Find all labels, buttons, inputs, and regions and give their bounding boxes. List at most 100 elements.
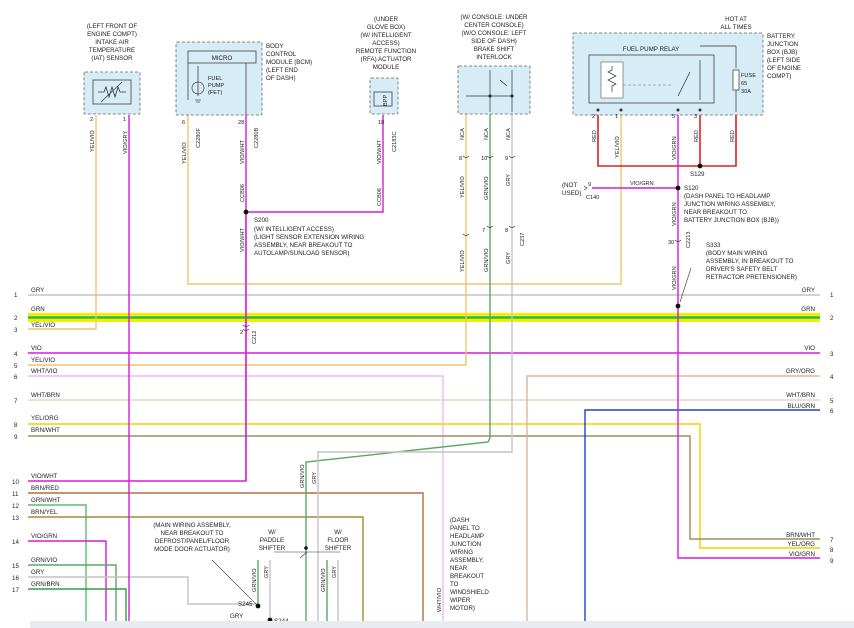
left-row-13-label: BRN/YEL xyxy=(31,509,58,516)
interlock-label-0: (W/ CONSOLE: UNDER xyxy=(460,14,528,21)
rfa-label-6: MODULE xyxy=(373,64,399,71)
bcm-pin-6: 6 xyxy=(182,120,185,126)
bjb-pin-3: 3 xyxy=(694,114,697,120)
bjb-fuse-0: FUSE xyxy=(741,73,756,79)
bcm-fet-2: (FET) xyxy=(208,90,222,96)
rfa-label-0: (UNDER xyxy=(374,16,399,23)
right-row-5-num: 5 xyxy=(830,398,834,405)
bcm-label-1: CONTROL xyxy=(266,51,297,58)
s200-label: S200 xyxy=(254,217,269,224)
bcm-label-2: MODULE (BCM) xyxy=(266,59,312,66)
floor-grn-vio: GRN/VIO xyxy=(321,568,327,592)
wire-bcm-yel-vio xyxy=(187,112,622,285)
left-row-5-label: YEL/VIO xyxy=(31,357,55,364)
rfa-label-4: REMOTE FUNCTION xyxy=(356,48,416,55)
left-row-17-num: 17 xyxy=(12,587,19,594)
right-row-6-num: 6 xyxy=(830,408,834,415)
bjb-pin-2: 2 xyxy=(592,114,595,120)
left-row-8-label: YEL/ORG xyxy=(31,415,59,422)
right-row-7-num: 7 xyxy=(830,537,834,544)
bcm-label-0: BODY xyxy=(266,43,284,50)
bjb-pin-5: 5 xyxy=(672,114,675,120)
right-row-labels: GRY 1 GRN 2 VIO 3 GRY/ORG 4 WHT/BRN 5 BL… xyxy=(786,287,834,565)
rfa-module xyxy=(369,77,399,115)
interlock-lower-gry: GRY xyxy=(506,252,512,264)
bjb-pin-1: 1 xyxy=(615,114,618,120)
s333-desc-2: DRIVER'S SAFETY BELT xyxy=(706,266,777,273)
left-row-9-num: 9 xyxy=(14,434,18,441)
dash-desc-9: WINDSHIELD xyxy=(450,589,489,596)
c2213-pin: 30 xyxy=(668,240,674,246)
wire-row-9-brn-wht xyxy=(28,435,820,540)
bcm-pin-28: 28 xyxy=(238,120,244,126)
interlock-wire-gry: GRY xyxy=(506,174,512,186)
interlock-label-3: SIDE OF DASH) xyxy=(471,38,517,45)
rfa-label-1: GLOVE BOX) xyxy=(367,24,405,31)
gry-bottom-label: GRY xyxy=(230,613,243,620)
iat-pin-2: 2 xyxy=(90,117,93,123)
bjb-label-1: JUNCTION xyxy=(767,41,798,48)
left-row-7-num: 7 xyxy=(14,398,18,405)
bjb-wire-red-3: RED xyxy=(730,130,736,142)
iat-label-2: INTAKE AIR xyxy=(95,39,129,46)
left-row-9-label: BRN/WHT xyxy=(31,427,60,434)
bcm-inline-ccb06: CCB06 xyxy=(240,184,246,202)
splice-s245-dot xyxy=(255,603,261,609)
dash-desc-0: (DASH xyxy=(450,517,469,524)
right-row-6-label: BLU/GRN xyxy=(787,403,815,410)
bcm-micro: MICRO xyxy=(212,55,233,62)
bjb-wire-red-1: RED xyxy=(592,130,598,142)
c2213-wire-upper: VIO/GRN xyxy=(672,202,678,226)
paddle-grn-vio: GRN/VIO xyxy=(252,568,258,592)
left-row-3-num: 3 xyxy=(14,327,18,334)
rfa-wire: VIO/WHT xyxy=(377,139,383,164)
interlock-label-2: (W/O CONSOLE: LEFT xyxy=(462,30,527,37)
left-row-8-num: 8 xyxy=(14,422,18,429)
mid-grn-vio: GRN/VIO xyxy=(300,464,306,488)
wire-interlock-gry xyxy=(317,112,513,628)
left-row-15-num: 15 xyxy=(12,563,19,570)
bjb-label-2: BOX (BJB) xyxy=(767,49,797,56)
s120-desc-2: NEAR BREAKOUT TO xyxy=(684,209,747,216)
bcm-fet-0: FUEL xyxy=(208,76,222,82)
wht-vio-vert: WHT/VIO xyxy=(437,587,443,612)
dash-desc-10: WIPER xyxy=(450,597,471,604)
iat-wire-vio-gry: VIO/GRY xyxy=(123,131,129,154)
bjb-wire-red-2: RED xyxy=(694,130,700,142)
wire-row-10-vio-wht xyxy=(28,260,247,482)
bcm-fet-1: PUMP xyxy=(208,83,224,89)
interlock-nca-3: NCA xyxy=(506,128,512,140)
dash-desc-7: BREAKOUT xyxy=(450,573,484,580)
interlock-pin-8: 8 xyxy=(459,156,462,162)
interlock-wire-yel-vio: YEL/VIO xyxy=(460,176,466,198)
not-used-1: USED) xyxy=(562,190,581,197)
wire-row-12-grn-wht xyxy=(28,504,87,628)
c140-pin: 9 xyxy=(588,182,591,188)
right-row-3-label: VIO xyxy=(804,345,815,352)
bjb-label-3: (LEFT SIDE xyxy=(767,57,800,64)
s200-wire: VIO/WHT xyxy=(240,227,246,252)
left-row-3-label: YEL/VIO xyxy=(31,322,55,329)
interlock-wire-grn-vio: GRN/VIO xyxy=(484,176,490,200)
interlock-pin-10: 10 xyxy=(481,156,487,162)
floor-0: W/ xyxy=(334,529,342,536)
dash-desc-1: PANEL TO xyxy=(450,525,480,532)
interlock-label-5: INTERLOCK xyxy=(476,54,512,61)
bcm-conn-c2280b: C2280B xyxy=(254,128,260,148)
wire-row-15-grn-vio xyxy=(28,564,117,628)
interlock-nca-1: NCA xyxy=(460,128,466,140)
wire-row-8-yel-org xyxy=(28,423,820,549)
left-row-6-label: WHT/VIO xyxy=(31,368,58,375)
s129-label: S129 xyxy=(690,171,705,178)
interlock-lower-pin-8: 8 xyxy=(505,228,508,234)
interlock-pin-9: 9 xyxy=(505,156,508,162)
bjb-fuse-1: 65 xyxy=(741,81,747,87)
s333-desc-1: ASSEMBLY, IN BREAKOUT TO xyxy=(706,258,794,265)
bottom-strip xyxy=(30,621,854,628)
left-row-12-num: 12 xyxy=(12,503,19,510)
s200-desc-1: (LIGHT SENSOR EXTENSION WIRING xyxy=(254,234,364,241)
right-row-1-num: 1 xyxy=(830,292,834,299)
iat-label-3: TEMPERATURE xyxy=(89,47,135,54)
c212-label: C212 xyxy=(252,331,258,344)
dash-desc-3: JUNCTION xyxy=(450,541,481,548)
